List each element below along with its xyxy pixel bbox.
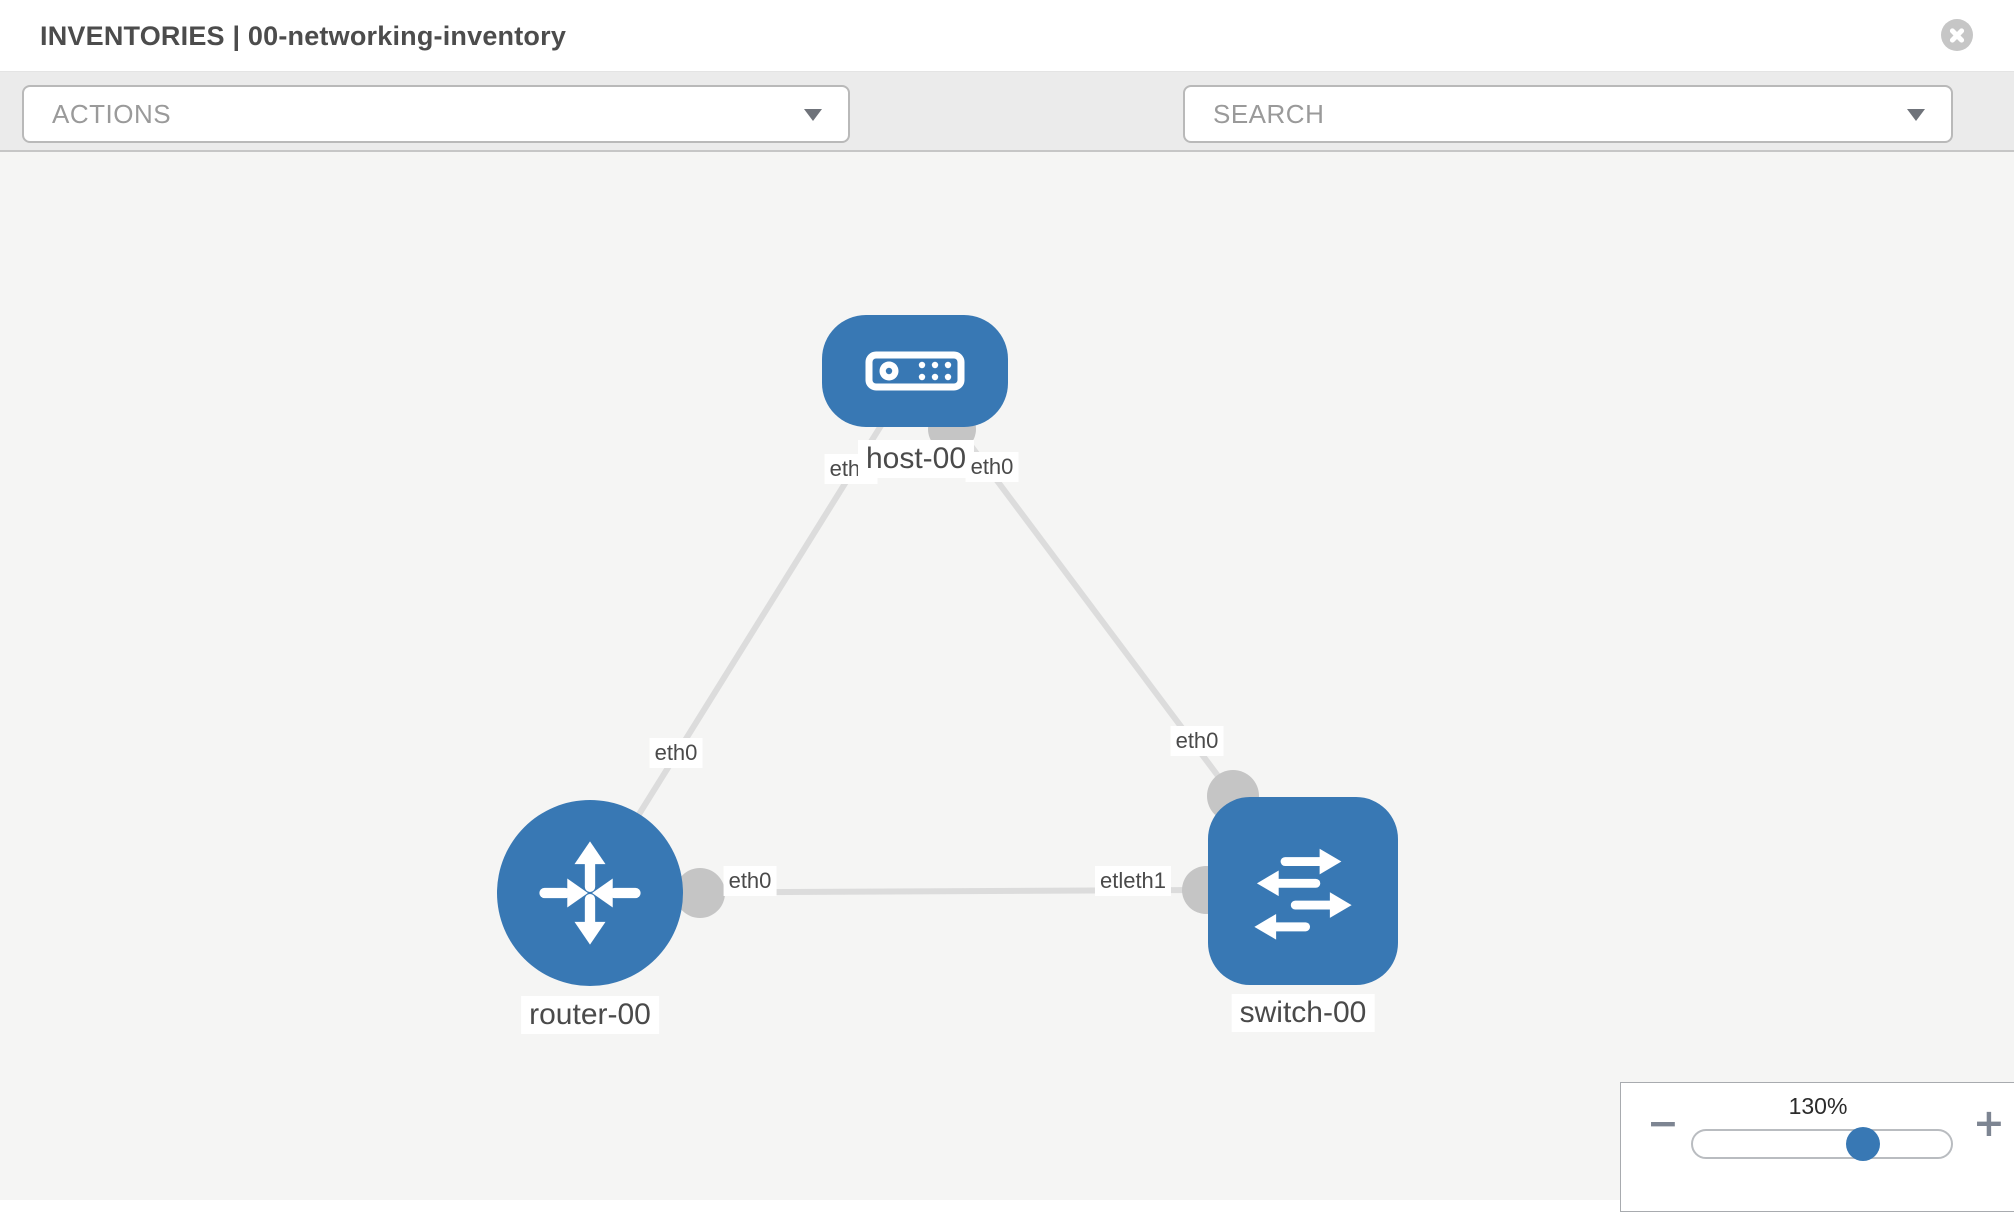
interface-label: eth0 bbox=[1170, 726, 1224, 756]
interface-label: etleth1 bbox=[1094, 866, 1172, 896]
close-icon[interactable] bbox=[1941, 19, 1973, 51]
topology-canvas[interactable]: eth0 host-00 eth0 eth0 eth0 eth0 etleth1… bbox=[0, 152, 2014, 1200]
actions-dropdown[interactable]: ACTIONS bbox=[22, 85, 850, 143]
zoom-in-button[interactable]: + bbox=[1973, 1101, 2005, 1145]
topology-edges bbox=[587, 369, 1259, 918]
zoom-out-button[interactable]: − bbox=[1647, 1101, 1679, 1145]
node-label-host: host-00 bbox=[857, 440, 975, 478]
node-label-switch: switch-00 bbox=[1231, 994, 1375, 1032]
switch-icon bbox=[1254, 848, 1352, 940]
zoom-slider-thumb[interactable] bbox=[1846, 1127, 1880, 1161]
node-switch-00[interactable] bbox=[1208, 797, 1398, 985]
page-title: INVENTORIES | 00-networking-inventory bbox=[40, 21, 567, 51]
actions-dropdown-label: ACTIONS bbox=[52, 99, 172, 129]
interface-label: eth0 bbox=[965, 452, 1019, 482]
chevron-down-icon bbox=[804, 109, 822, 121]
search-dropdown[interactable]: SEARCH bbox=[1183, 85, 1953, 143]
interface-connector-router bbox=[675, 868, 725, 918]
window-header: INVENTORIES | 00-networking-inventory bbox=[0, 0, 2014, 72]
node-label-router: router-00 bbox=[521, 996, 659, 1034]
node-router-00[interactable] bbox=[497, 800, 683, 986]
search-placeholder: SEARCH bbox=[1213, 99, 1325, 129]
node-host-00[interactable] bbox=[822, 315, 1008, 427]
zoom-slider[interactable] bbox=[1691, 1129, 1953, 1159]
chevron-down-icon bbox=[1907, 109, 1925, 121]
toolbar: ACTIONS SEARCH bbox=[0, 72, 2014, 205]
router-icon bbox=[539, 841, 641, 945]
zoom-panel: 130% − + bbox=[1620, 1082, 2014, 1212]
interface-label: eth0 bbox=[723, 866, 777, 896]
zoom-level: 130% bbox=[1788, 1093, 1848, 1119]
host-icon bbox=[865, 351, 965, 391]
interface-label: eth0 bbox=[649, 738, 703, 768]
